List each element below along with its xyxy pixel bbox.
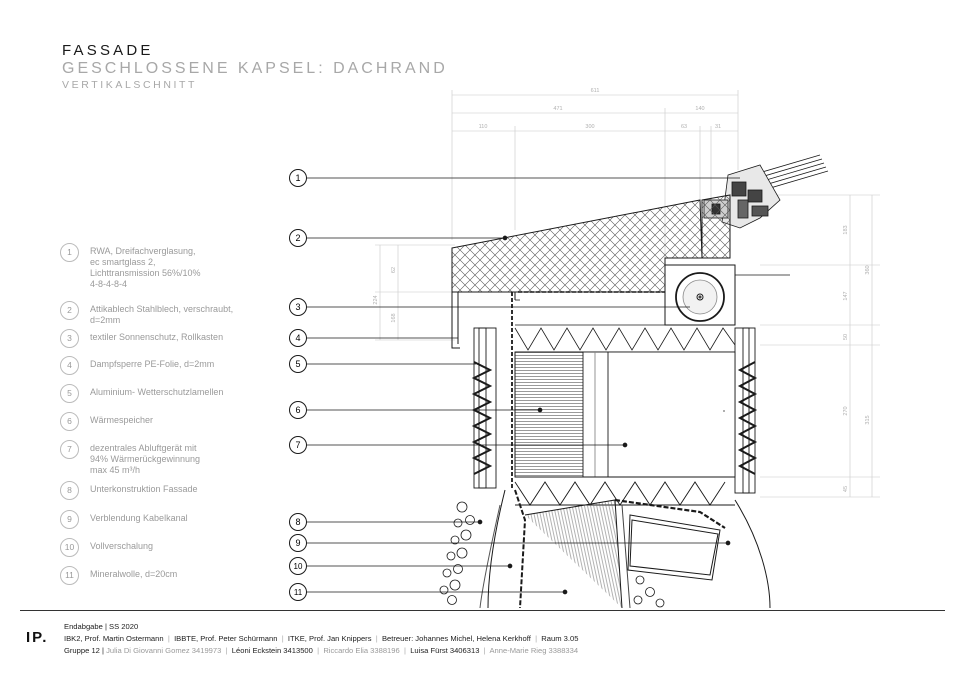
louvres-right xyxy=(734,327,758,494)
dim-top-sub-4: 31 xyxy=(715,124,721,130)
callout-6: 6 xyxy=(289,401,307,419)
legend-text: Unterkonstruktion Fassade xyxy=(90,484,198,494)
legend-text: Aluminium- Wetterschutzlamellen xyxy=(90,387,224,397)
page-title: FASSADE xyxy=(62,42,154,59)
footer-member: Riccardo Elia 3388196 xyxy=(323,646,400,655)
legend-text: Verblendung Kabelkanal xyxy=(90,513,188,523)
dim-top-right: 140 xyxy=(695,106,704,112)
legend-text: Attikablech Stahlblech, verschraubt, d=2… xyxy=(90,304,234,325)
legend-number: 7 xyxy=(60,440,79,459)
dimension-lines-left xyxy=(375,244,455,341)
attika-block xyxy=(451,194,731,349)
legend-number: 11 xyxy=(60,566,79,585)
footer-member: Léoni Eckstein 3413500 xyxy=(231,646,313,655)
svg-text:6: 6 xyxy=(295,405,300,415)
dim-right-6: 45 xyxy=(843,486,849,492)
footer-ibk2: IBK2, Prof. Martin Ostermann xyxy=(64,634,164,643)
legend-text: dezentrales Abluftgerät mit 94% Wärmerüc… xyxy=(90,443,201,475)
legend-number: 1 xyxy=(60,243,79,262)
callout-7: 7 xyxy=(289,436,307,454)
callout-10: 10 xyxy=(289,557,307,575)
page-subtitle: GESCHLOSSENE KAPSEL: DACHRAND xyxy=(62,60,448,77)
footer-line-1: Endabgabe | SS 2020 xyxy=(64,622,139,631)
dim-right-4: 360 xyxy=(865,265,871,274)
legend-text: Dampfsperre PE-Folie, d=2mm xyxy=(90,359,215,369)
svg-text:2: 2 xyxy=(295,233,300,243)
callout-2: 2 xyxy=(289,229,307,247)
callout-8: 8 xyxy=(289,513,307,531)
dim-right-5: 270 xyxy=(843,406,849,415)
callout-5: 5 xyxy=(289,355,307,373)
callout-3: 3 xyxy=(289,298,307,316)
page-subtitle-2: VERTIKALSCHNITT xyxy=(62,79,198,91)
legend-number: 10 xyxy=(60,538,79,557)
dim-top-sub-2: 300 xyxy=(585,124,594,130)
svg-text:5: 5 xyxy=(295,359,300,369)
dim-left-3: 224 xyxy=(373,295,379,304)
svg-text:3: 3 xyxy=(295,302,300,312)
svg-text:1: 1 xyxy=(295,173,300,183)
legend-text: RWA, Dreifachverglasung, ec smartglass 2… xyxy=(90,246,201,289)
footer-line-2: IBK2, Prof. Martin Ostermann | IBBTE, Pr… xyxy=(64,634,579,643)
legend-number: 3 xyxy=(60,329,79,348)
footer-raum: Raum 3.05 xyxy=(541,634,579,643)
callout-leaders xyxy=(306,177,790,595)
dim-top-total: 611 xyxy=(591,88,600,94)
callouts: 1 2 3 4 5 6 7 8 9 10 11 xyxy=(289,169,307,601)
legend-text: Mineralwolle, d=20cm xyxy=(90,569,178,579)
legend-text: Wärmespeicher xyxy=(90,415,154,425)
callout-11: 11 xyxy=(289,583,307,601)
callout-1: 1 xyxy=(289,169,307,187)
footer-member: Julia Di Giovanni Gomez 3419973 xyxy=(106,646,222,655)
dim-right-2: 147 xyxy=(843,291,849,300)
callout-4: 4 xyxy=(289,329,307,347)
footer-ibbte: IBBTE, Prof. Peter Schürmann xyxy=(174,634,278,643)
lower-structure xyxy=(479,489,771,609)
dim-right-3: 50 xyxy=(843,334,849,340)
dim-right-7: 315 xyxy=(865,415,871,424)
gravel xyxy=(439,501,665,608)
legend-text: Vollverschalung xyxy=(90,541,154,551)
dim-top-left: 471 xyxy=(553,106,562,112)
dim-left-1: 62 xyxy=(391,267,397,273)
louvres-left xyxy=(471,327,497,489)
svg-text:8: 8 xyxy=(295,517,300,527)
roller-box xyxy=(664,264,736,326)
inner-capsule xyxy=(514,351,736,506)
footer-member: Anne-Marie Rieg 3388334 xyxy=(489,646,579,655)
footer-member: Luisa Fürst 3406313 xyxy=(410,646,480,655)
legend-number: 8 xyxy=(60,481,79,500)
callout-9: 9 xyxy=(289,534,307,552)
footer-line-3: Gruppe 12 | Julia Di Giovanni Gomez 3419… xyxy=(64,646,579,655)
dim-top-sub-3: 63 xyxy=(681,124,687,130)
footer-itke: ITKE, Prof. Jan Knippers xyxy=(287,634,372,643)
dim-left-2: 168 xyxy=(391,313,397,322)
legend-number: 9 xyxy=(60,510,79,529)
legend-number: 4 xyxy=(60,356,79,375)
svg-text:7: 7 xyxy=(295,440,300,450)
footer-group: Gruppe 12 | xyxy=(64,646,104,655)
svg-text:10: 10 xyxy=(294,562,303,571)
footer-logo: IP. xyxy=(26,629,49,646)
legend-text: textiler Sonnenschutz, Rollkasten xyxy=(90,332,224,342)
svg-text:4: 4 xyxy=(295,333,300,343)
legend-number: 5 xyxy=(60,384,79,403)
footer-divider xyxy=(20,610,945,611)
dim-top-sub-1: 110 xyxy=(479,124,488,130)
legend-number: 6 xyxy=(60,412,79,431)
dimension-lines-right xyxy=(760,194,880,498)
svg-text:11: 11 xyxy=(294,588,303,597)
footer-betreuer: Betreuer: Johannes Michel, Helena Kerkho… xyxy=(381,634,531,643)
legend-number: 2 xyxy=(60,301,79,320)
dim-right-1: 183 xyxy=(843,225,849,234)
svg-text:9: 9 xyxy=(295,538,300,548)
